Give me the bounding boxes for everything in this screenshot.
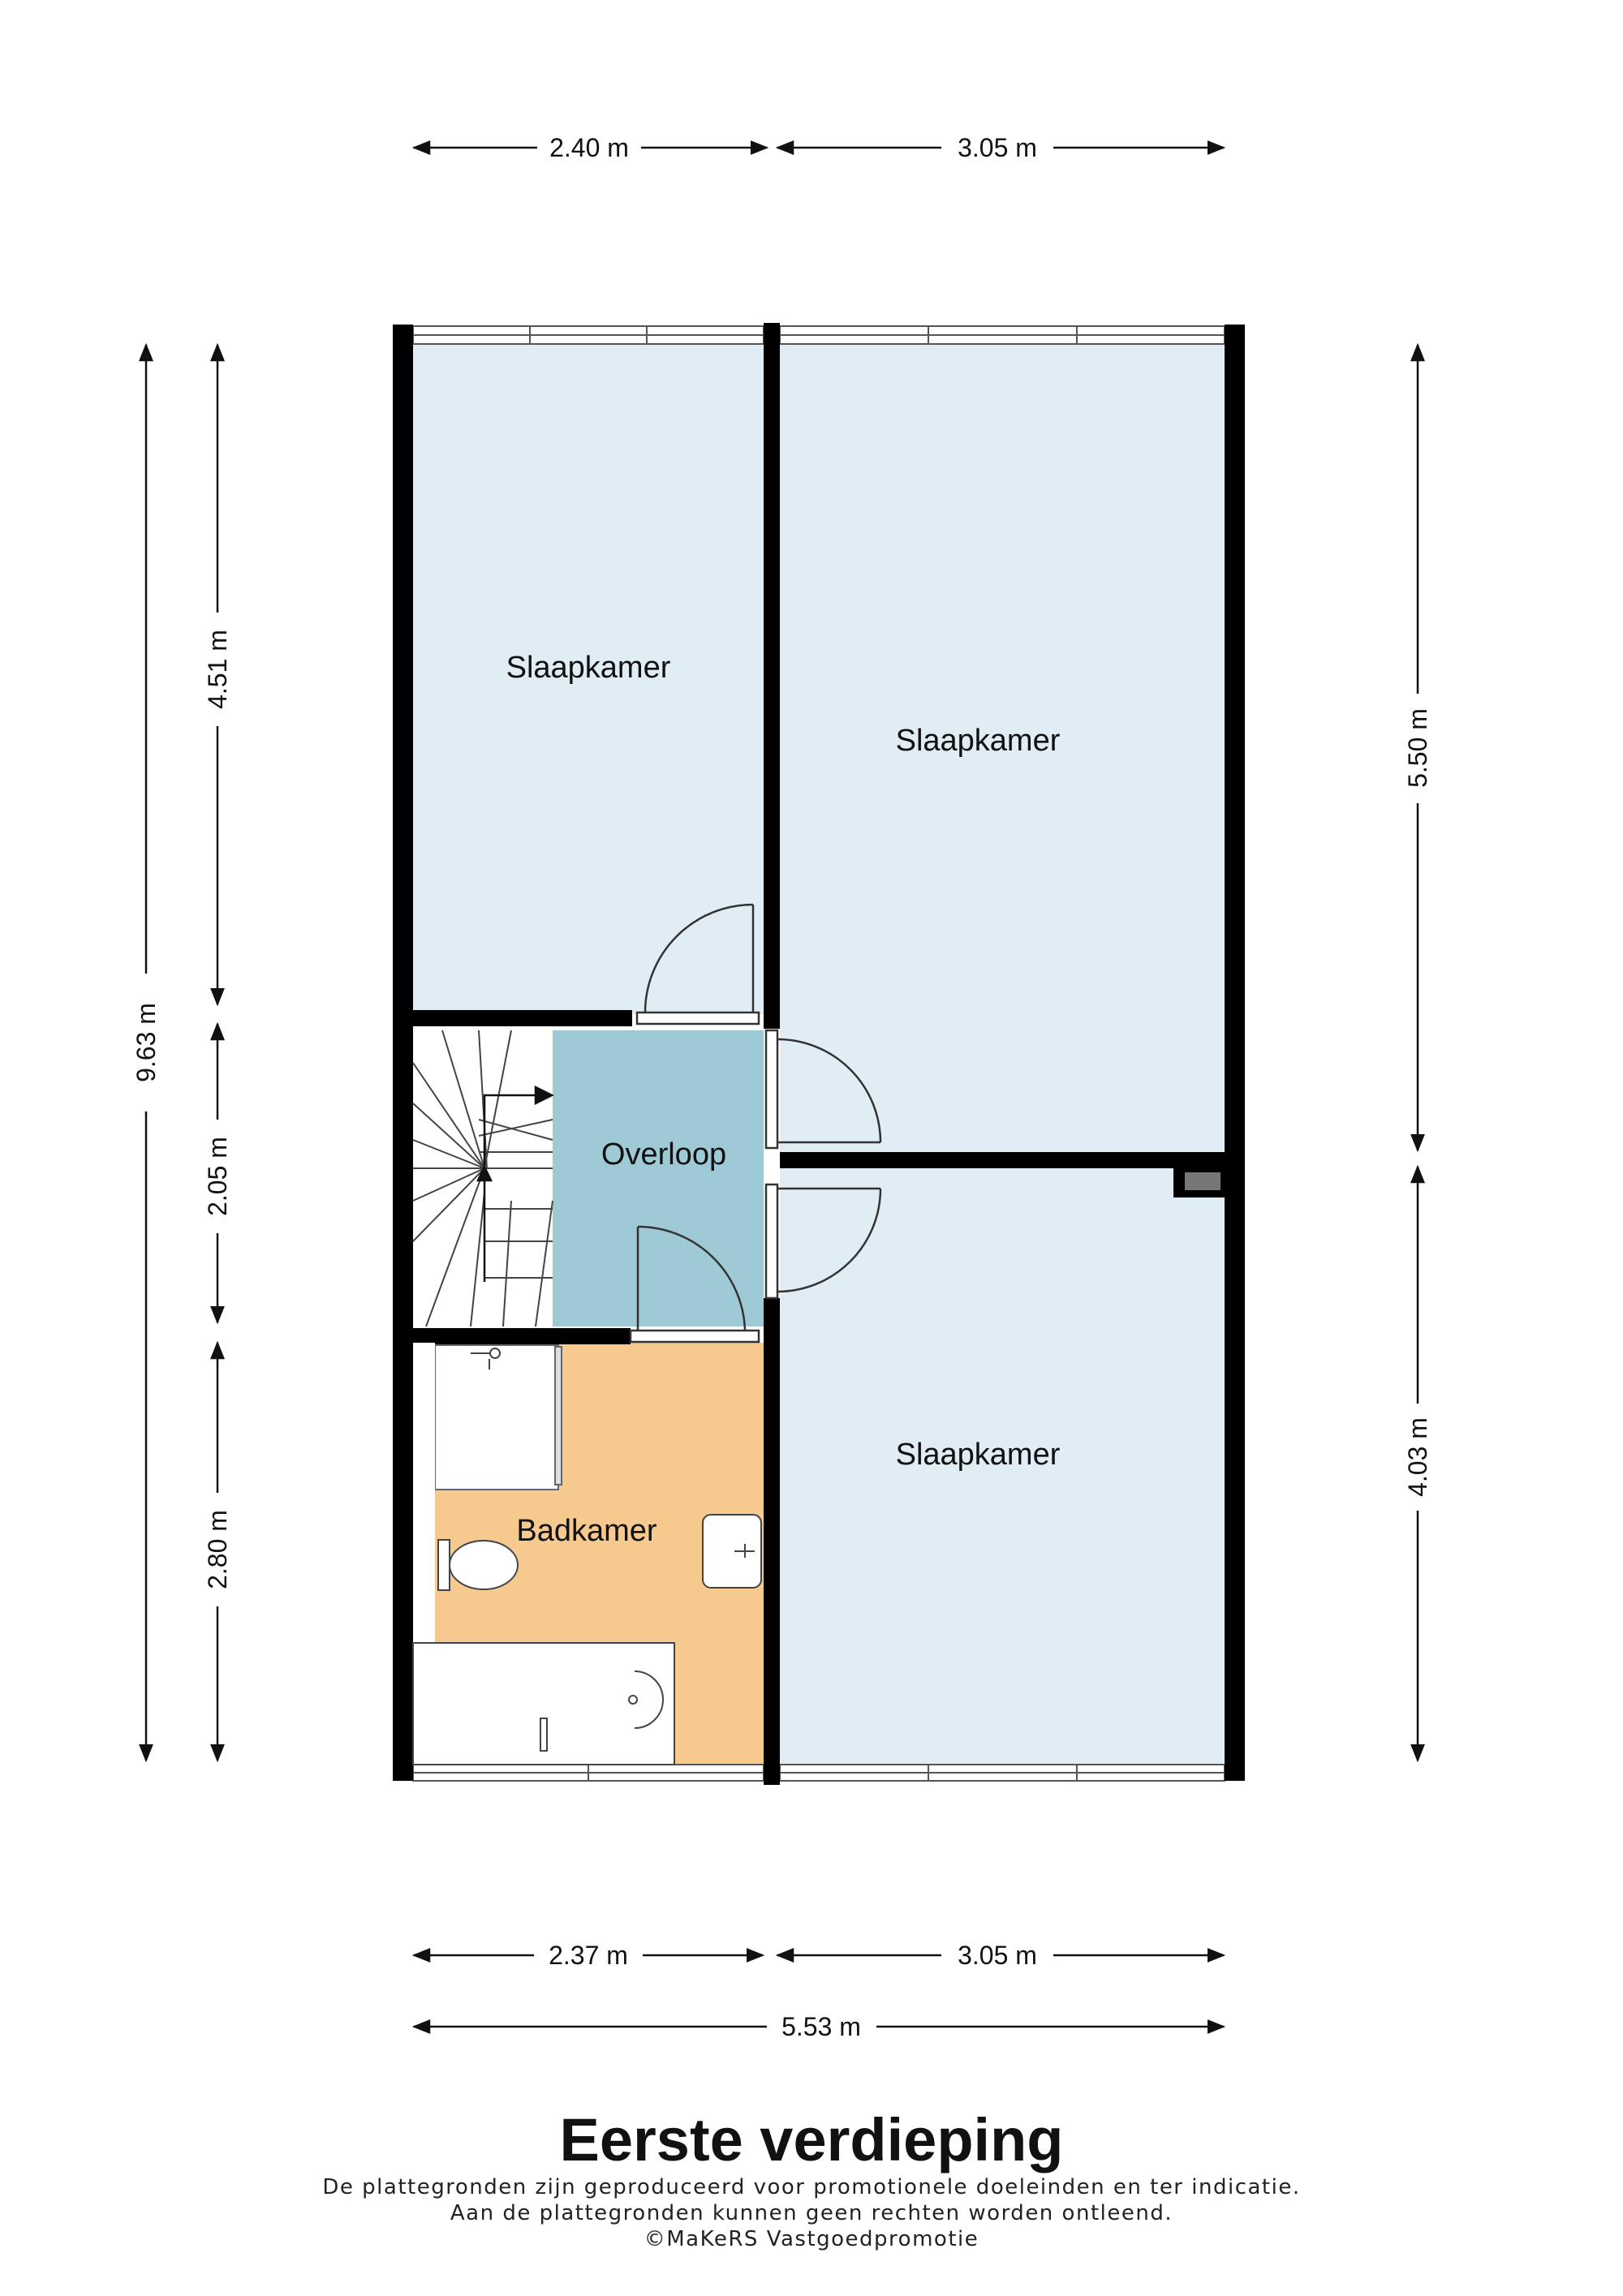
toilet-icon bbox=[437, 1539, 519, 1591]
dim-right-lower: 4.03 m bbox=[1403, 1417, 1432, 1497]
room-fill-slaapkamer-bottom-right bbox=[780, 1168, 1225, 1765]
room-fill-slaapkamer-top-right bbox=[780, 333, 1225, 1152]
dim-bottom-right: 3.05 m bbox=[958, 1941, 1037, 1970]
dim-left-lower: 2.80 m bbox=[203, 1510, 232, 1589]
dim-total-width: 5.53 m bbox=[781, 2012, 861, 2041]
room-label-slaapkamer-top-right: Slaapkamer bbox=[896, 724, 1061, 758]
window-top-left bbox=[412, 325, 764, 345]
room-label-overloop: Overloop bbox=[601, 1137, 726, 1172]
shower-head-icon bbox=[471, 1348, 501, 1369]
room-label-slaapkamer-top-left: Slaapkamer bbox=[506, 651, 671, 685]
room-label-slaapkamer-bottom-right: Slaapkamer bbox=[896, 1438, 1061, 1472]
window-bottom-right bbox=[779, 1764, 1225, 1782]
dim-bottom-left: 2.37 m bbox=[549, 1941, 628, 1970]
door-slaapkamer-top-right bbox=[764, 1029, 882, 1150]
room-fill-slaapkamer-top-left bbox=[413, 333, 764, 1014]
dim-top-left: 2.40 m bbox=[549, 133, 629, 162]
disclaimer-line-1: De plattegronden zijn geproduceerd voor … bbox=[322, 2175, 1301, 2199]
dim-left-middle: 2.05 m bbox=[203, 1137, 232, 1216]
bathtub bbox=[412, 1642, 675, 1765]
window-bottom-left bbox=[412, 1764, 764, 1782]
floor-title: Eerste verdieping bbox=[559, 2106, 1064, 2173]
sink-icon bbox=[702, 1514, 762, 1589]
duct bbox=[1185, 1172, 1220, 1190]
dim-right-upper: 5.50 m bbox=[1403, 708, 1432, 788]
disclaimer-line-2: Aan de plattegronden kunnen geen rechten… bbox=[450, 2201, 1173, 2225]
dim-left-upper: 4.51 m bbox=[203, 630, 232, 709]
door-slaapkamer-bottom-right bbox=[764, 1183, 882, 1300]
dim-total-height: 9.63 m bbox=[131, 1003, 161, 1082]
dim-top-right: 3.05 m bbox=[958, 133, 1037, 162]
stair-arrow-icon bbox=[476, 1085, 554, 1282]
door-badkamer bbox=[629, 1225, 760, 1344]
door-slaapkamer-top-left bbox=[635, 903, 760, 1025]
bathroom-wall-strip bbox=[413, 1343, 435, 1643]
window-top-right bbox=[779, 325, 1225, 345]
shower bbox=[434, 1344, 562, 1490]
room-label-badkamer: Badkamer bbox=[516, 1514, 657, 1548]
credit: ©MaKeRS Vastgoedpromotie bbox=[644, 2227, 979, 2251]
